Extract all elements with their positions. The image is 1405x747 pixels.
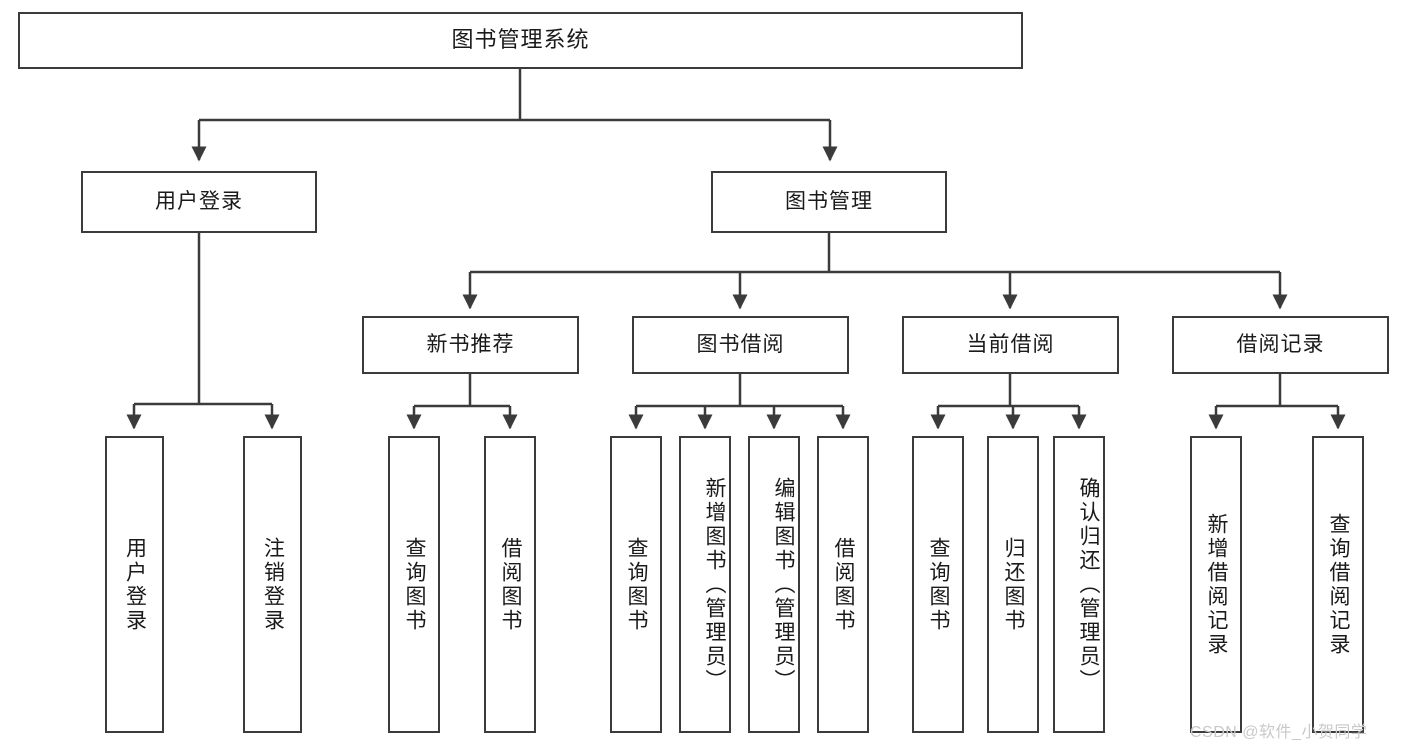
node-leaf[interactable]: 编辑图书（管理员） [748,436,800,733]
node-level3-current-borrow[interactable]: 当前借阅 [902,316,1119,374]
node-leaf[interactable]: 查询图书 [610,436,662,733]
csdn-watermark: CSDN @软件_小贺同学 [1190,724,1368,741]
node-level2-user-login[interactable]: 用户登录 [81,171,317,233]
node-leaf[interactable]: 确认归还（管理员） [1053,436,1105,733]
node-level2-book-management[interactable]: 图书管理 [711,171,947,233]
node-level3-book-borrow[interactable]: 图书借阅 [632,316,849,374]
node-leaf[interactable]: 查询借阅记录 [1312,436,1364,733]
node-leaf[interactable]: 归还图书 [987,436,1039,733]
node-root[interactable]: 图书管理系统 [18,12,1023,69]
node-leaf[interactable]: 查询图书 [388,436,440,733]
node-leaf[interactable]: 注销登录 [243,436,302,733]
node-leaf[interactable]: 借阅图书 [484,436,536,733]
node-leaf[interactable]: 用户登录 [105,436,164,733]
node-leaf[interactable]: 借阅图书 [817,436,869,733]
node-leaf[interactable]: 查询图书 [912,436,964,733]
node-level3-borrow-record[interactable]: 借阅记录 [1172,316,1389,374]
node-leaf[interactable]: 新增借阅记录 [1190,436,1242,733]
node-level3-new-book-recommend[interactable]: 新书推荐 [362,316,579,374]
node-leaf[interactable]: 新增图书（管理员） [679,436,731,733]
